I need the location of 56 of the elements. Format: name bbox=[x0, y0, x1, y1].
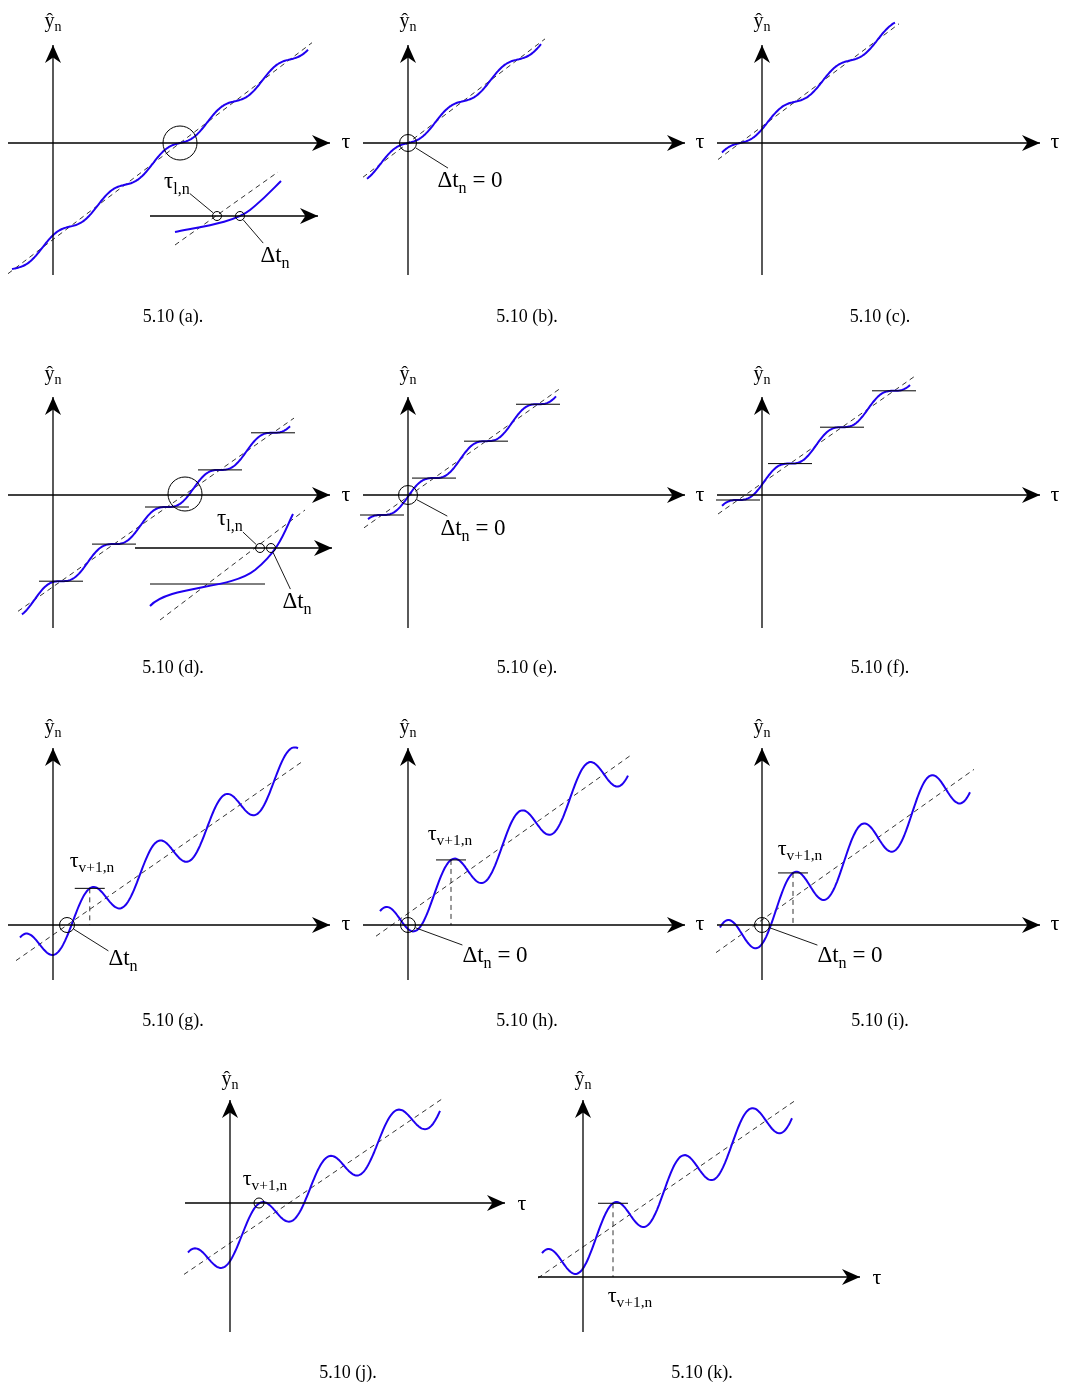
axis-label: ŷ$_{n}$ bbox=[44, 715, 62, 741]
axis-label: τ bbox=[341, 483, 351, 505]
leader-line bbox=[769, 927, 818, 946]
leader-line bbox=[189, 193, 214, 214]
math-label: Δt$_{n}$ bbox=[260, 243, 290, 271]
figure-caption: 5.10 (c). bbox=[849, 307, 911, 325]
figure-caption: 5.10 (d). bbox=[142, 658, 204, 676]
axis-label: τ bbox=[1050, 130, 1060, 152]
figure-caption: 5.10 (e). bbox=[496, 658, 558, 676]
leader-line bbox=[415, 927, 463, 946]
figure-caption: 5.10 (a). bbox=[142, 307, 204, 325]
axis-label: τ bbox=[695, 130, 705, 152]
math-label: Δt$_{n}$ = 0 bbox=[462, 943, 528, 971]
axis-label: τ bbox=[341, 130, 351, 152]
figure-caption: 5.10 (b). bbox=[496, 307, 558, 325]
math-label: Δt$_{n}$ bbox=[282, 589, 312, 617]
axis-label: τ bbox=[341, 912, 351, 934]
leader-line bbox=[242, 531, 257, 546]
axis-label: ŷ$_{n}$ bbox=[44, 9, 62, 35]
math-label: τ$_{v+1,n}$ bbox=[69, 849, 115, 875]
axis-label: τ bbox=[517, 1192, 527, 1214]
math-label: Δt$_{n}$ = 0 bbox=[437, 168, 503, 196]
math-label: τ$_{v+1,n}$ bbox=[607, 1284, 653, 1310]
figure-caption: 5.10 (k). bbox=[671, 1363, 733, 1381]
axis-label: ŷ$_{n}$ bbox=[399, 9, 417, 35]
axis-label: ŷ$_{n}$ bbox=[221, 1067, 239, 1093]
axis-label: ŷ$_{n}$ bbox=[753, 362, 771, 388]
math-label: Δt$_{n}$ = 0 bbox=[817, 943, 883, 971]
axis-label: τ bbox=[1050, 483, 1060, 505]
figure-caption: 5.10 (f). bbox=[850, 658, 910, 676]
leader-line bbox=[272, 552, 291, 590]
math-label: τ$_{v+1,n}$ bbox=[427, 822, 473, 848]
axis-label: ŷ$_{n}$ bbox=[753, 715, 771, 741]
axis-label: ŷ$_{n}$ bbox=[753, 9, 771, 35]
axis-label: τ bbox=[872, 1266, 882, 1288]
axis-label: ŷ$_{n}$ bbox=[399, 362, 417, 388]
math-label: τ$_{v+1,n}$ bbox=[777, 837, 823, 863]
math-label: τ$_{v+1,n}$ bbox=[242, 1167, 288, 1193]
leader-line bbox=[415, 147, 449, 169]
math-label: τ$_{l,n}$ bbox=[217, 506, 243, 534]
leader-line bbox=[416, 499, 448, 517]
axis-label: ŷ$_{n}$ bbox=[574, 1067, 592, 1093]
axis-label: τ bbox=[695, 483, 705, 505]
math-label: Δt$_{n}$ bbox=[108, 946, 138, 974]
math-label: τ$_{l,n}$ bbox=[164, 169, 190, 197]
figure-caption: 5.10 (g). bbox=[142, 1011, 204, 1029]
axis-label: ŷ$_{n}$ bbox=[44, 362, 62, 388]
axis-label: ŷ$_{n}$ bbox=[399, 715, 417, 741]
leader-line bbox=[242, 219, 264, 244]
figure-caption: 5.10 (j). bbox=[319, 1363, 377, 1381]
leader-line bbox=[73, 928, 109, 952]
axis-label: τ bbox=[695, 912, 705, 934]
figure-caption: 5.10 (i). bbox=[851, 1011, 909, 1029]
math-label: Δt$_{n}$ = 0 bbox=[440, 516, 506, 544]
axis-label: τ bbox=[1050, 912, 1060, 934]
figure-caption: 5.10 (h). bbox=[496, 1011, 558, 1029]
